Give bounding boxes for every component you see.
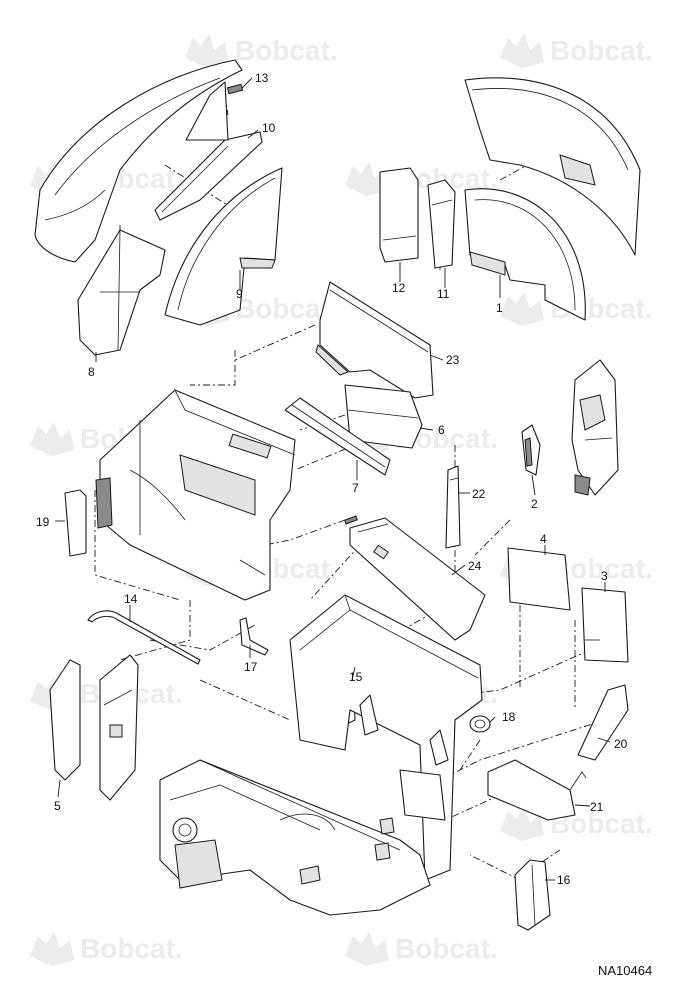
callout-leaders xyxy=(55,77,611,881)
part-12-filler-panel xyxy=(379,167,419,263)
part-21-panel xyxy=(487,759,587,821)
callout-22: 22 xyxy=(472,487,486,501)
part-11-filler-strip xyxy=(427,179,456,269)
callout-15: 15 xyxy=(349,670,363,684)
part-20-angled-panel xyxy=(577,684,629,761)
part-3-panel xyxy=(581,587,629,663)
callout-11: 11 xyxy=(437,287,450,301)
part-1-right-fender xyxy=(464,77,641,321)
callout-6: 6 xyxy=(438,423,445,437)
callout-3: 3 xyxy=(601,569,608,583)
callout-19: 19 xyxy=(36,515,50,529)
watermark-layer: Bobcat. Bobcat. Bobcat. Bobcat. Bobcat. … xyxy=(30,34,653,966)
callout-1: 1 xyxy=(496,301,503,315)
main-frame xyxy=(159,594,483,916)
callout-10: 10 xyxy=(262,121,276,135)
part-23-rear-panel xyxy=(315,281,434,399)
watermark-text: Bobcat. xyxy=(395,933,498,964)
part-22-post-trim xyxy=(445,465,461,549)
callout-labels: 8 9 10 13 12 11 1 23 6 7 2 22 19 24 4 3 … xyxy=(36,71,628,887)
part-24-dash-panel xyxy=(344,515,486,641)
watermark-text: Bobcat. xyxy=(80,933,183,964)
part-2-bracket xyxy=(521,424,541,476)
cab-floor-tub xyxy=(95,389,296,601)
callout-24: 24 xyxy=(468,559,482,573)
watermark-logo: Bobcat. xyxy=(30,932,183,966)
seat-assembly xyxy=(571,359,619,496)
callout-20: 20 xyxy=(614,737,628,751)
callout-18: 18 xyxy=(502,710,516,724)
part-9-inner-fender xyxy=(164,167,283,326)
part-8-left-fender xyxy=(34,59,243,356)
part-14-rod xyxy=(87,610,201,665)
callout-8: 8 xyxy=(88,365,95,379)
part-6-foam-block xyxy=(344,384,423,449)
watermark-logo: Bobcat. xyxy=(500,807,653,841)
callout-4: 4 xyxy=(540,532,547,546)
callout-21: 21 xyxy=(590,800,604,814)
callout-5: 5 xyxy=(54,799,61,813)
callout-12: 12 xyxy=(392,281,406,295)
part-13-retainer-clip xyxy=(185,81,244,141)
watermark-logo: Bobcat. xyxy=(345,932,498,966)
figure-reference-code: NA10464 xyxy=(598,963,652,978)
watermark-text: Bobcat. xyxy=(550,35,653,66)
callout-2: 2 xyxy=(531,497,538,511)
callout-17: 17 xyxy=(244,660,258,674)
watermark-logo: Bobcat. xyxy=(185,34,338,68)
part-19-foam-block xyxy=(64,489,87,557)
part-18-grommet xyxy=(469,715,491,733)
part-17-angle-bracket xyxy=(239,617,269,656)
callout-7: 7 xyxy=(352,481,359,495)
watermark-text: Bobcat. xyxy=(235,35,338,66)
callout-13: 13 xyxy=(255,71,269,85)
watermark-logo: Bobcat. xyxy=(500,34,653,68)
part-16-bracket xyxy=(514,859,551,931)
part-4-panel xyxy=(507,547,571,611)
part-7-channel-strip xyxy=(284,397,391,476)
callout-23: 23 xyxy=(446,353,460,367)
part-5-side-panel xyxy=(49,654,139,801)
callout-14: 14 xyxy=(124,592,138,606)
callout-9: 9 xyxy=(236,287,243,301)
callout-16: 16 xyxy=(557,873,571,887)
